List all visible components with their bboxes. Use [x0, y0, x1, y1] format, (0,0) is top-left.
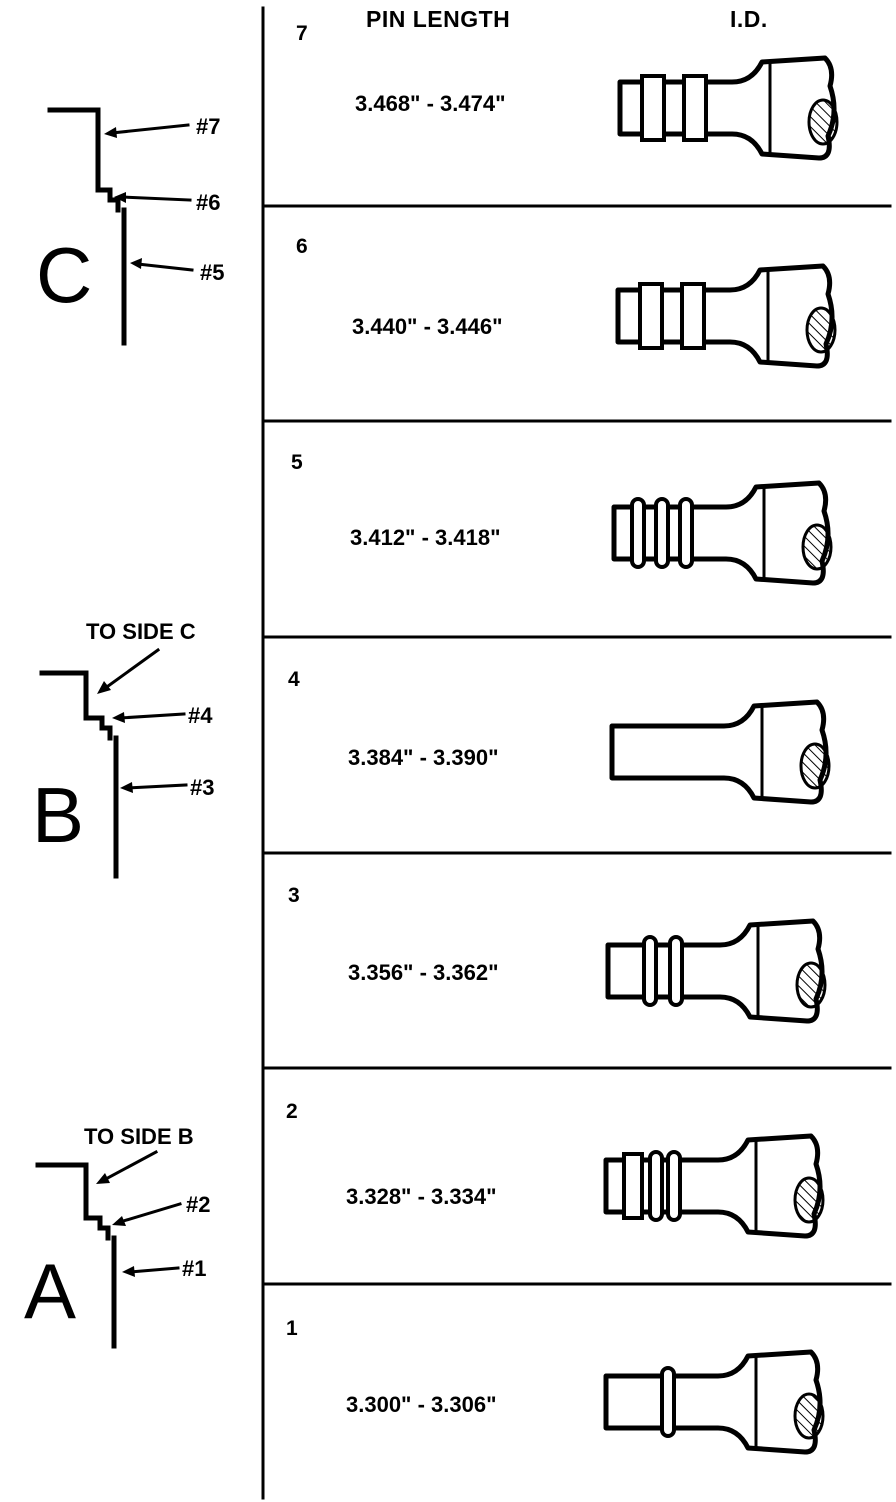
side-b-note: TO SIDE C	[86, 619, 196, 644]
pin-drawing	[611, 480, 833, 586]
pin-rib	[622, 1152, 644, 1220]
pin-drawing	[603, 1133, 825, 1239]
pin-length-value: 3.300" - 3.306"	[346, 1392, 497, 1417]
pin-ring	[666, 1150, 682, 1222]
side-b-arrowhead-4	[112, 712, 125, 723]
side-c-label-5: #5	[200, 260, 224, 285]
pin-lengths: 3.468" - 3.474" 3.440" - 3.446" 3.412" -…	[346, 91, 506, 1417]
pin-end-hatch	[793, 1392, 825, 1440]
side-a-label-2: #2	[186, 1192, 210, 1217]
pin-length-value: 3.468" - 3.474"	[355, 91, 506, 116]
pin-end-hatch	[799, 742, 831, 790]
pin-length-value: 3.356" - 3.362"	[348, 960, 499, 985]
pin-length-header: PIN LENGTH	[366, 6, 510, 32]
pin-rib	[638, 282, 664, 350]
side-a-profile: TO SIDE B #2 #1 A	[24, 1124, 210, 1349]
pin-end-hatch	[795, 961, 827, 1009]
side-a-arrowhead-1	[122, 1266, 135, 1277]
side-c-step-line	[47, 107, 121, 213]
side-a-arrow-note	[101, 1149, 159, 1183]
row-number: 1	[286, 1317, 298, 1340]
pin-ring	[678, 497, 694, 569]
id-header: I.D.	[730, 6, 768, 32]
pin-illustrations	[603, 55, 839, 1455]
pin-end-hatch	[807, 98, 839, 146]
row-number: 5	[291, 451, 303, 474]
side-c-arrowhead-7	[104, 127, 117, 138]
pin-length-value: 3.412" - 3.418"	[350, 525, 501, 550]
pin-outline	[605, 918, 825, 1024]
side-c-label-7: #7	[196, 114, 220, 139]
side-a-arrow-2	[118, 1202, 182, 1224]
pin-rib	[680, 282, 706, 350]
side-a-arrowhead-note	[96, 1173, 110, 1184]
pin-ring	[630, 497, 646, 569]
pin-end-hatch	[793, 1176, 825, 1224]
pin-outline	[611, 480, 831, 586]
pin-length-value: 3.384" - 3.390"	[348, 745, 499, 770]
side-a-letter: A	[24, 1247, 76, 1335]
row-number: 4	[288, 668, 300, 691]
row-number: 7	[296, 22, 308, 45]
side-b-arrowhead-3	[120, 782, 133, 793]
side-c-label-6: #6	[196, 190, 220, 215]
side-b-letter: B	[32, 771, 84, 859]
pin-length-value: 3.440" - 3.446"	[352, 314, 503, 339]
side-c-arrow-7	[110, 123, 190, 135]
pin-length-value: 3.328" - 3.334"	[346, 1184, 497, 1209]
side-c-arrow-5	[136, 262, 194, 272]
pin-drawing	[603, 1349, 825, 1455]
pin-outline	[609, 699, 829, 805]
side-c-arrowhead-5	[130, 258, 142, 269]
pin-ring	[660, 1366, 676, 1438]
pin-rib	[640, 74, 666, 142]
side-b-step-line	[39, 670, 113, 741]
pin-ring	[654, 497, 670, 569]
row-separators	[261, 204, 892, 1286]
pin-ring	[642, 935, 658, 1007]
side-b-profile: TO SIDE C #4 #3 B	[32, 619, 214, 879]
side-a-step-line	[35, 1162, 111, 1241]
pin-outline	[603, 1349, 823, 1455]
side-c-arrowhead-6	[114, 192, 126, 203]
pin-drawing	[615, 263, 837, 369]
side-c-letter: C	[36, 231, 92, 319]
row-number: 2	[286, 1100, 298, 1123]
side-b-arrow-note	[101, 647, 161, 692]
pin-ring	[668, 935, 684, 1007]
side-a-note: TO SIDE B	[84, 1124, 194, 1149]
pin-drawing	[605, 918, 827, 1024]
side-b-label-3: #3	[190, 775, 214, 800]
side-b-arrow-3	[126, 783, 188, 790]
side-a-label-1: #1	[182, 1256, 206, 1281]
side-b-arrow-4	[118, 712, 186, 720]
pin-end-hatch	[801, 523, 833, 571]
row-number: 3	[288, 884, 300, 907]
pin-ring	[648, 1150, 664, 1222]
pin-drawing	[617, 55, 839, 161]
row-number: 6	[296, 235, 308, 258]
pin-rib	[682, 74, 708, 142]
side-c-arrow-6	[120, 195, 192, 202]
pin-end-hatch	[805, 306, 837, 354]
side-b-label-4: #4	[188, 703, 213, 728]
side-b-arrowhead-note	[97, 681, 111, 694]
side-a-arrow-1	[128, 1266, 180, 1274]
row-numbers: 7 6 5 4 3 2 1	[286, 22, 308, 1340]
pin-drawing	[609, 699, 831, 805]
side-a-arrowhead-2	[112, 1216, 126, 1226]
side-c-profile: #7 #6 #5 C	[36, 107, 224, 346]
